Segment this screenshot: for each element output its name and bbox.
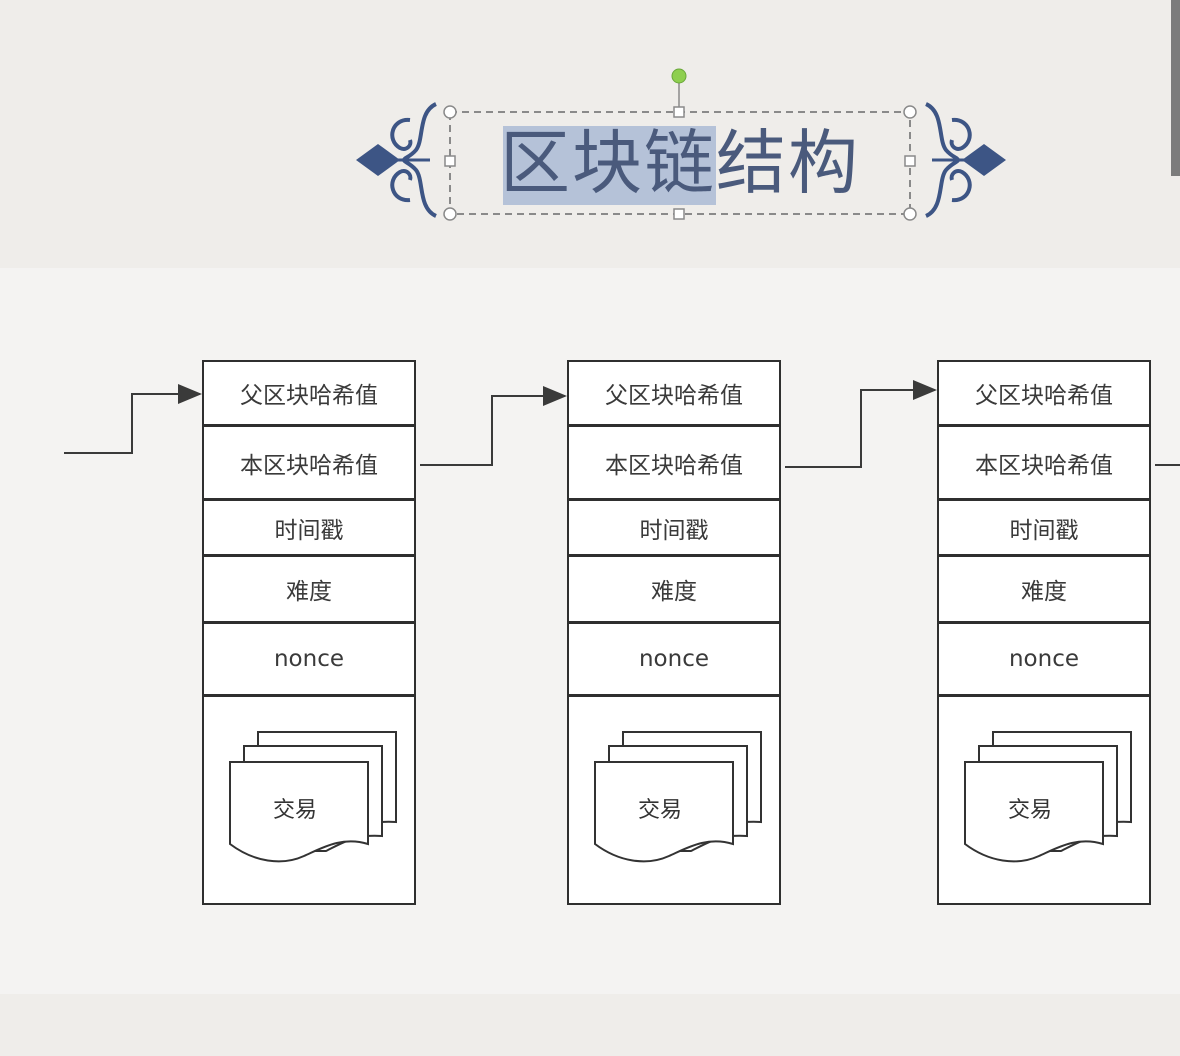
difficulty-field: 难度	[204, 557, 414, 624]
chain-arrow-1-2	[420, 386, 567, 466]
nonce-field: nonce	[939, 624, 1149, 697]
block-hash-field: 本区块哈希值	[939, 427, 1149, 501]
timestamp-field: 时间戳	[204, 501, 414, 557]
transactions-label: 交易	[638, 798, 683, 823]
scrollbar[interactable]	[1171, 0, 1180, 176]
nonce-field: nonce	[204, 624, 414, 697]
block-hash-field: 本区块哈希值	[204, 427, 414, 501]
transactions-label: 交易	[273, 798, 318, 823]
chain-arrow-2-3	[785, 380, 937, 468]
block-hash-field: 本区块哈希值	[569, 427, 779, 501]
rotation-handle-icon	[671, 68, 687, 84]
parent-hash-field: 父区块哈希值	[204, 362, 414, 427]
right-diamond-icon	[962, 144, 1006, 176]
parent-hash-field: 父区块哈希值	[569, 362, 779, 427]
timestamp-field: 时间戳	[939, 501, 1149, 557]
timestamp-field: 时间戳	[569, 501, 779, 557]
left-diamond-icon	[356, 144, 400, 176]
parent-hash-field: 父区块哈希值	[939, 362, 1149, 427]
diagram-title[interactable]: 区块链结构	[500, 122, 860, 204]
nonce-field: nonce	[569, 624, 779, 697]
text-selection-highlight	[503, 126, 716, 205]
transactions-label: 交易	[1008, 798, 1053, 823]
incoming-chain-arrow	[64, 384, 202, 454]
difficulty-field: 难度	[569, 557, 779, 624]
resize-handle-icon	[443, 105, 917, 221]
difficulty-field: 难度	[939, 557, 1149, 624]
